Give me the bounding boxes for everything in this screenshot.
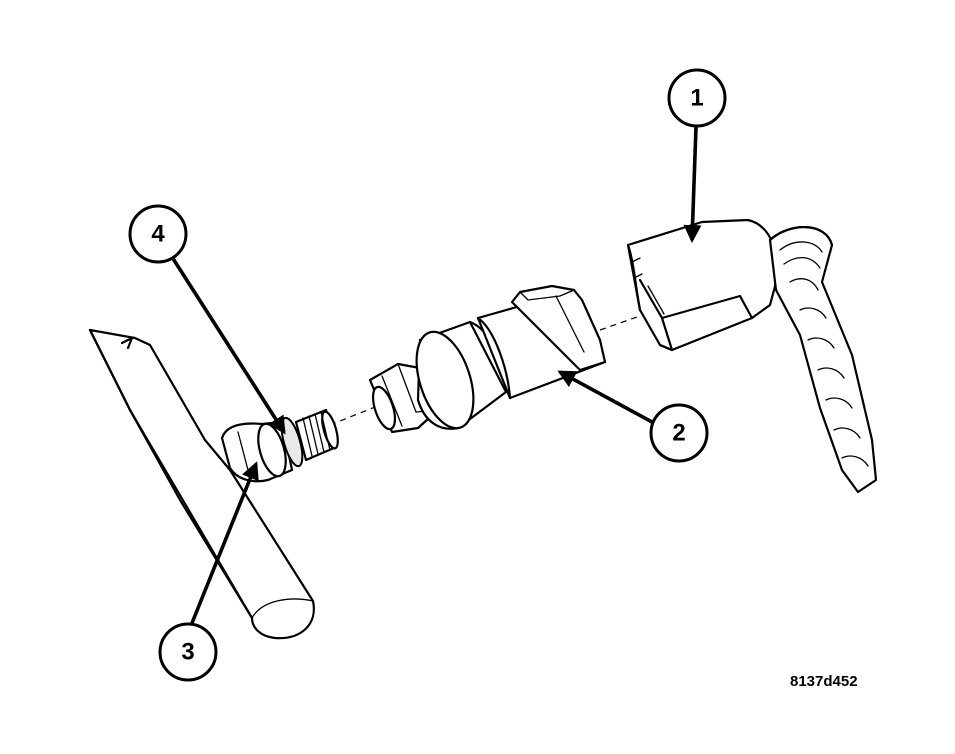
callout-2-leader	[557, 370, 653, 424]
assembly-axis	[329, 315, 641, 426]
pressure-switch	[368, 284, 607, 434]
callout-3: 3	[158, 622, 218, 682]
refrigerant-tube	[88, 328, 315, 640]
callout-3-number: 3	[181, 639, 194, 666]
callout-2: 2	[649, 403, 709, 463]
tube-fitting	[220, 420, 294, 483]
callout-4: 4	[128, 204, 188, 264]
callout-1: 1	[667, 68, 727, 128]
callout-1-number: 1	[690, 85, 703, 112]
callout-4-leader	[170, 256, 286, 435]
callout-4-number: 4	[151, 221, 165, 248]
callout-3-leader	[188, 461, 259, 629]
threaded-stub	[294, 408, 339, 462]
callout-1-leader	[683, 126, 702, 243]
harness-connector	[626, 218, 780, 352]
callout-2-number: 2	[672, 420, 685, 447]
figure-id: 8137d452	[790, 673, 858, 690]
wire-harness	[768, 226, 878, 494]
